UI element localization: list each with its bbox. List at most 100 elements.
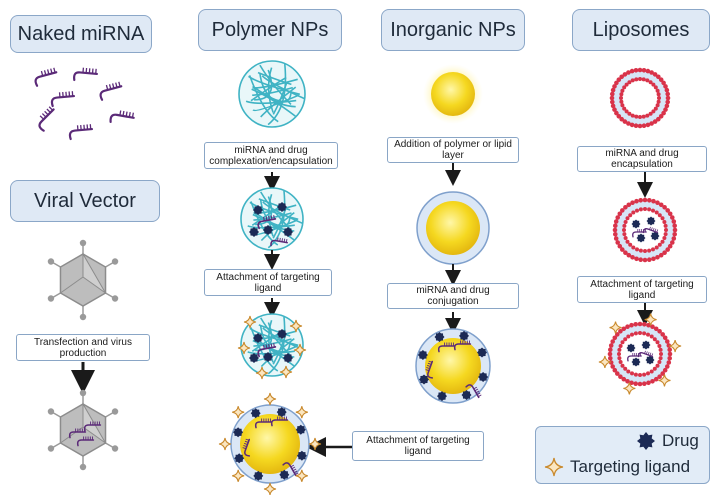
lipid-head xyxy=(629,380,634,386)
polymer-chain xyxy=(245,99,297,105)
lipid-head xyxy=(629,122,635,128)
lipid-head xyxy=(647,207,652,212)
drug-molecule xyxy=(276,407,287,418)
targeting-ligand xyxy=(255,366,269,380)
lipid-head xyxy=(664,103,670,109)
lipid-head xyxy=(621,326,627,332)
legend-drug: Drug xyxy=(636,431,699,451)
drug-molecule xyxy=(249,353,259,363)
drug-molecule xyxy=(459,330,469,341)
gold-np-plain xyxy=(423,64,483,124)
capsid-knob xyxy=(47,408,55,415)
drug-molecule xyxy=(417,350,428,360)
capsid-edge xyxy=(60,426,84,444)
lipid-head xyxy=(625,379,630,384)
polymer-chain xyxy=(257,71,292,86)
mirna-strand xyxy=(257,343,277,358)
lipid-head xyxy=(622,72,628,77)
lipid-head xyxy=(647,248,652,253)
lipid-head xyxy=(628,242,633,247)
lipid-head xyxy=(637,381,643,387)
targeting-ligand xyxy=(669,339,682,353)
lipid-head xyxy=(637,321,643,327)
targeting-ligand xyxy=(237,341,251,355)
drug-molecule xyxy=(295,424,306,435)
lipid-head xyxy=(625,216,630,221)
lipid-head xyxy=(619,99,624,104)
lipid-head xyxy=(638,115,642,119)
mirna-strand xyxy=(282,462,299,477)
targeting-ligand xyxy=(293,343,307,357)
targeting-ligand-icon xyxy=(544,457,564,477)
step-label: Attachment of targeting ligand xyxy=(366,435,470,457)
capsid-edge xyxy=(60,276,84,294)
lipid-head xyxy=(627,111,632,116)
gold-np-coated xyxy=(416,191,490,265)
lipid-head xyxy=(630,200,635,205)
lipid-head xyxy=(656,99,661,104)
drug-molecule xyxy=(626,343,636,353)
step-label: miRNA and drug encapsulation xyxy=(605,148,679,170)
lipid-head xyxy=(641,114,646,119)
lipid-head xyxy=(652,337,657,342)
mirna-strand xyxy=(642,226,659,234)
lipid-head xyxy=(627,80,632,85)
lipid-head xyxy=(617,243,623,249)
lipid-head xyxy=(662,367,668,373)
targeting-ligand xyxy=(295,469,308,482)
lipid-head xyxy=(642,372,647,377)
polymer-np-loaded xyxy=(240,187,304,251)
lipid-head xyxy=(634,77,639,82)
lipid-head xyxy=(615,371,620,376)
lipid-head xyxy=(607,351,613,357)
lipid-head xyxy=(671,236,677,241)
step-label: Attachment of targeting ligand xyxy=(216,271,320,294)
drug-molecule xyxy=(631,219,641,229)
lipid-head xyxy=(642,197,648,203)
lipid-head xyxy=(663,223,668,228)
title-label: Viral Vector xyxy=(34,189,136,212)
lipid-head xyxy=(661,110,666,116)
lipid-head xyxy=(657,344,662,348)
lipid-head xyxy=(619,96,623,100)
polymer-chain xyxy=(268,193,274,237)
lipid-head xyxy=(617,211,623,217)
targeting-ligand xyxy=(289,319,303,333)
lipid-head xyxy=(608,356,613,361)
step-inorganic-conjugation: miRNA and drug conjugation xyxy=(387,283,519,309)
lipid-head xyxy=(622,85,627,90)
mirna-strand xyxy=(34,67,58,87)
lipid-head xyxy=(657,213,662,218)
polymer-chain xyxy=(258,324,291,337)
capsid-knob xyxy=(111,295,119,302)
lipid-head xyxy=(633,372,638,377)
lipid-head xyxy=(671,219,677,224)
lipid-head xyxy=(656,92,661,97)
lipid-head xyxy=(641,68,647,73)
lipid-head xyxy=(608,343,614,348)
lipid-head xyxy=(664,87,670,93)
lipid-head xyxy=(624,109,629,114)
lipid-head xyxy=(665,95,671,101)
lipid-head xyxy=(622,223,627,228)
lipid-head xyxy=(657,360,662,364)
lipid-head xyxy=(651,208,655,213)
step-label: Transfection and virus production xyxy=(33,336,132,359)
title-inorganic-nps: Inorganic NPs xyxy=(381,9,525,51)
lipid-head xyxy=(620,247,625,252)
lipid-head xyxy=(665,339,670,344)
targeting-ligand xyxy=(609,321,622,334)
lipid-head xyxy=(635,208,639,213)
lipid-head xyxy=(620,208,625,213)
mirna-strand xyxy=(465,384,482,399)
lipid-head xyxy=(622,106,627,111)
lipid-head xyxy=(655,254,660,260)
drug-molecule xyxy=(646,216,656,226)
drug-molecule xyxy=(249,227,259,237)
lipid-head xyxy=(633,331,638,336)
lipid-head xyxy=(621,376,627,382)
targeting-ligand xyxy=(598,355,611,369)
polymer-chain xyxy=(251,88,296,117)
lipid-head xyxy=(645,68,651,74)
lipid-head xyxy=(646,380,651,386)
